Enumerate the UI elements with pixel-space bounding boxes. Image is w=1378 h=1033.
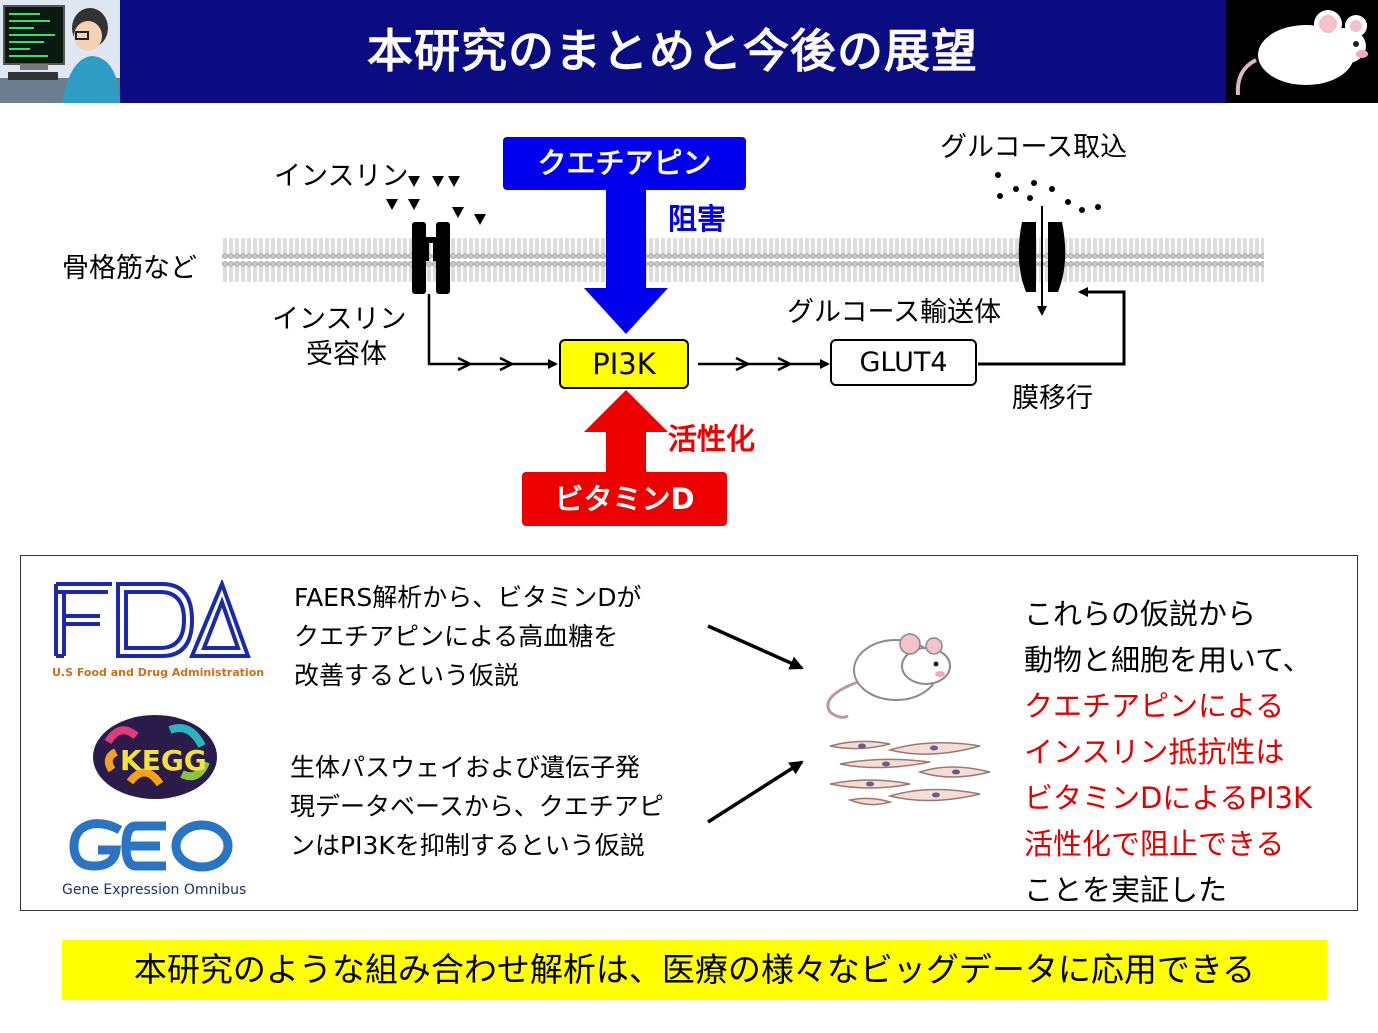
insulin-receptor-icon — [412, 222, 450, 294]
muscle-label: 骨格筋など — [62, 253, 197, 284]
fda-caption: U.S Food and Drug Administration — [52, 666, 265, 679]
banner-text: 本研究のような組み合わせ解析は、医療の様々なビッグデータに応用できる — [133, 950, 1256, 989]
conclusion-line-5: ビタミンDによるPI3K — [1024, 781, 1312, 815]
receptor-label-line2: 受容体 — [306, 339, 387, 370]
insulin-label: インスリン — [274, 161, 409, 192]
glucose-transporter-icon — [1018, 206, 1066, 316]
glucose-molecules — [995, 172, 1101, 213]
cell-icon — [829, 740, 991, 806]
conclusion-line-1: これらの仮説から — [1024, 597, 1257, 631]
faers-hypothesis: FAERS解析から、ビタミンDが クエチアピンによる高血糖を 改善するという仮説 — [294, 578, 641, 695]
panel-illustrations — [707, 624, 991, 824]
arrow-to-cells — [707, 760, 804, 824]
quercetin-label: クエチアピン — [537, 146, 712, 180]
conclusion-line-3: クエチアピンによる — [1024, 689, 1285, 723]
conclusion-line-4: インスリン抵抗性は — [1024, 735, 1285, 769]
vitamin-d-label: ビタミンD — [554, 482, 695, 516]
glut4-label: GLUT4 — [859, 347, 948, 378]
pathway-line-2: 現データベースから、クエチアピ — [290, 792, 664, 821]
header-bar — [0, 0, 1378, 103]
faers-line-1: FAERS解析から、ビタミンDが — [294, 583, 642, 612]
transporter-label: グルコース輸送体 — [787, 297, 1002, 328]
pathway-line-3: ンはPI3Kを抑制するという仮説 — [290, 831, 645, 860]
translocation-label: 膜移行 — [1012, 383, 1093, 414]
arrow-to-mouse — [707, 624, 804, 670]
pathway-line-1: 生体パスウェイおよび遺伝子発 — [290, 753, 641, 782]
summary-panel — [20, 555, 1358, 911]
receptor-label-line1: インスリン — [272, 304, 407, 335]
bottom-banner — [62, 940, 1327, 1000]
cell-membrane — [222, 238, 1264, 290]
conclusion-line-7: ことを実証した — [1024, 873, 1228, 907]
insulin-molecules — [386, 176, 486, 225]
faers-line-3: 改善するという仮説 — [294, 661, 520, 690]
programmer-icon — [0, 0, 120, 103]
vitamin-d-box: ビタミンD — [522, 472, 727, 526]
conclusion-line-6: 活性化で阻止できる — [1024, 827, 1285, 861]
geo-mark — [69, 819, 233, 872]
inhibit-arrow — [606, 187, 646, 289]
conclusion-text: これらの仮説から 動物と細胞を用いて、 クエチアピンによる インスリン抵抗性は … — [1024, 591, 1312, 913]
mouse-icon — [826, 633, 951, 719]
page-title: 本研究のまとめと今後の展望 — [367, 24, 978, 78]
glucose-uptake-label: グルコース取込 — [940, 132, 1128, 163]
faers-line-2: クエチアピンによる高血糖を — [294, 622, 619, 651]
pathway-diagram — [222, 172, 1264, 474]
activate-arrow — [606, 430, 646, 474]
activate-label: 活性化 — [668, 422, 756, 456]
geo-logo: Gene Expression Omnibus — [62, 818, 247, 898]
pathway-hypothesis: 生体パスウェイおよび遺伝子発 現データベースから、クエチアピ ンはPI3Kを抑制… — [290, 748, 664, 865]
glut4-box: GLUT4 — [830, 339, 977, 386]
kegg-mark: KEGG — [93, 715, 217, 799]
kegg-logo: KEGG — [90, 712, 220, 802]
inhibit-label: 阻害 — [668, 202, 727, 236]
pi3k-box: PI3K — [559, 339, 689, 389]
quercetin-box: クエチアピン — [503, 137, 746, 190]
kegg-wordmark: KEGG — [120, 744, 207, 777]
pi3k-label: PI3K — [592, 347, 656, 381]
fda-mark — [54, 578, 251, 658]
fda-logo: U.S Food and Drug Administration — [52, 578, 265, 679]
geo-caption: Gene Expression Omnibus — [62, 882, 247, 898]
conclusion-line-2: 動物と細胞を用いて、 — [1024, 643, 1312, 677]
mouse-icon — [1226, 0, 1378, 103]
